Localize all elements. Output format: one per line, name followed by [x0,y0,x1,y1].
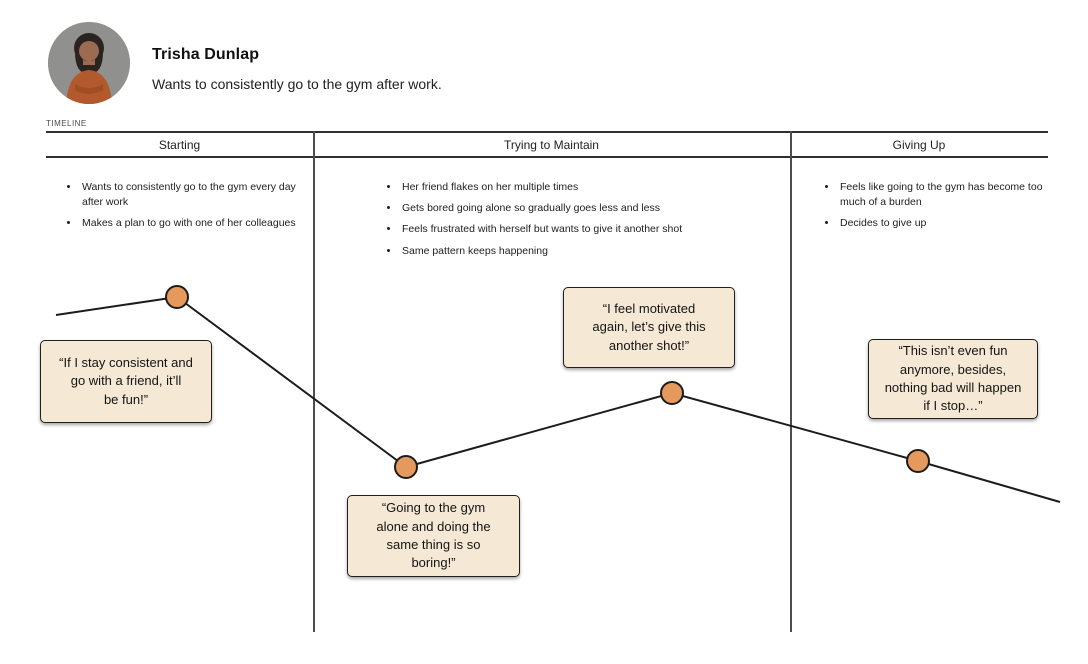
journey-node [165,285,189,309]
stage-bullets-starting: Wants to consistently go to the gym ever… [80,180,305,238]
bullet-item: Same pattern keeps happening [400,244,795,259]
avatar [48,22,130,104]
bullet-item: Gets bored going alone so gradually goes… [400,201,795,216]
persona-goal: Wants to consistently go to the gym afte… [152,76,442,92]
journey-node [906,449,930,473]
bullet-item: Her friend flakes on her multiple times [400,180,795,195]
quote-box-giving-up: “This isn’t even fun anymore, besides, n… [868,339,1038,419]
stage-bullets-giving-up: Feels like going to the gym has become t… [838,180,1043,238]
timeline-label: TIMELINE [46,119,87,128]
bullet-item: Wants to consistently go to the gym ever… [80,180,305,209]
timeline-top-divider [46,131,1048,133]
stage-divider-1 [313,131,315,632]
quote-box-motivated: “I feel motivated again, let’s give this… [563,287,735,368]
avatar-image [48,22,130,104]
journey-node [394,455,418,479]
stage-header-trying-to-maintain: Trying to Maintain [504,137,599,152]
bullet-item: Feels like going to the gym has become t… [838,180,1043,209]
bullet-item: Feels frustrated with herself but wants … [400,222,795,237]
stage-bullets-trying-to-maintain: Her friend flakes on her multiple timesG… [400,180,795,265]
stage-header-starting: Starting [158,137,201,152]
bullet-item: Makes a plan to go with one of her colle… [80,216,305,231]
quote-box-starting: “If I stay consistent and go with a frie… [40,340,212,423]
timeline-header-divider [46,156,1048,158]
persona-name: Trisha Dunlap [152,46,260,63]
journey-node [660,381,684,405]
quote-box-boredom: “Going to the gym alone and doing the sa… [347,495,520,577]
stage-header-giving-up: Giving Up [892,137,946,152]
bullet-item: Decides to give up [838,216,1043,231]
